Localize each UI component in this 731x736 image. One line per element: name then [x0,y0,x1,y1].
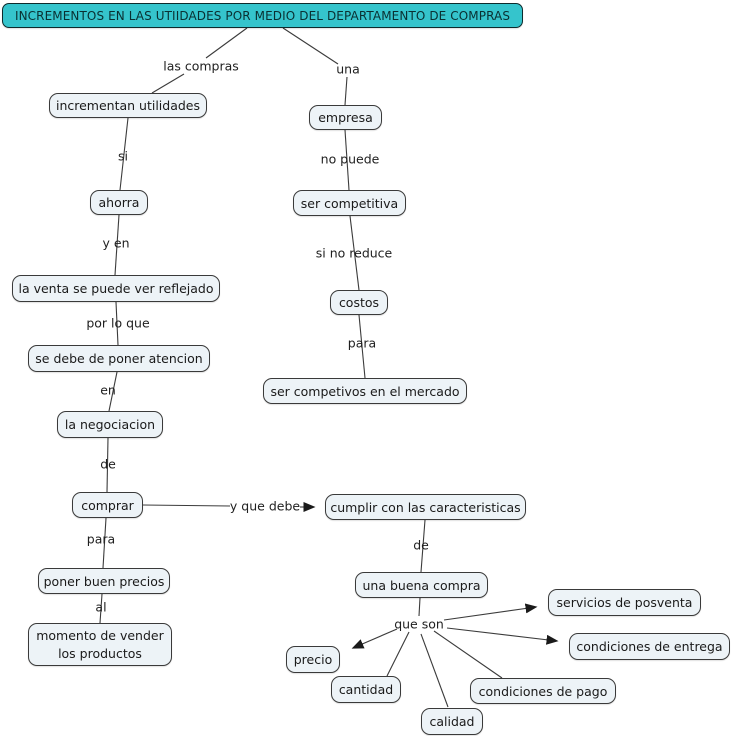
edge-label-si-no-reduce[interactable]: si no reduce [315,245,393,261]
node-momento-vender[interactable]: momento de vender los productos [28,623,172,666]
edge-label-al[interactable]: al [95,599,107,615]
edge-label-en[interactable]: en [100,382,116,398]
edge-label-si[interactable]: si [118,148,128,164]
node-costos[interactable]: costos [330,290,388,315]
edge-label-para-right[interactable]: para [347,335,377,351]
edge-label-y-en[interactable]: y en [102,235,130,251]
node-la-venta[interactable]: la venta se puede ver reflejado [12,275,220,302]
edge-label-que-son[interactable]: que son [394,616,444,632]
node-poner-atencion[interactable]: se debe de poner atencion [28,345,210,372]
edge-label-de-right[interactable]: de [413,537,429,553]
edge-label-las-compras[interactable]: las compras [163,58,239,74]
node-ser-competivos[interactable]: ser competivos en el mercado [263,378,467,404]
node-title[interactable]: INCREMENTOS EN LAS UTIIDADES POR MEDIO D… [2,3,523,28]
node-ahorra[interactable]: ahorra [90,190,148,215]
node-cumplir-caracteristicas[interactable]: cumplir con las caracteristicas [325,494,526,520]
edge-label-para-left[interactable]: para [86,531,116,547]
node-poner-buen-precios[interactable]: poner buen precios [38,568,170,594]
node-condiciones-pago[interactable]: condiciones de pago [470,678,616,704]
node-comprar[interactable]: comprar [72,492,143,518]
edge-label-por-lo-que[interactable]: por lo que [86,315,150,331]
node-la-negociacion[interactable]: la negociacion [57,411,163,438]
edge-label-de-left[interactable]: de [100,456,116,472]
node-cantidad[interactable]: cantidad [331,676,401,703]
node-calidad[interactable]: calidad [421,708,483,735]
node-precio[interactable]: precio [286,646,340,673]
edge-label-y-que-debe[interactable]: y que debe [229,498,301,514]
node-empresa[interactable]: empresa [309,105,382,130]
edge-label-no-puede[interactable]: no puede [320,151,380,167]
node-ser-competitiva[interactable]: ser competitiva [293,190,406,216]
node-una-buena-compra[interactable]: una buena compra [355,572,488,598]
node-condiciones-entrega[interactable]: condiciones de entrega [569,633,730,660]
node-servicios-posventa[interactable]: servicios de posventa [548,589,701,616]
edge-label-una[interactable]: una [336,61,360,77]
node-incrementan-utilidades[interactable]: incrementan utilidades [49,93,207,118]
